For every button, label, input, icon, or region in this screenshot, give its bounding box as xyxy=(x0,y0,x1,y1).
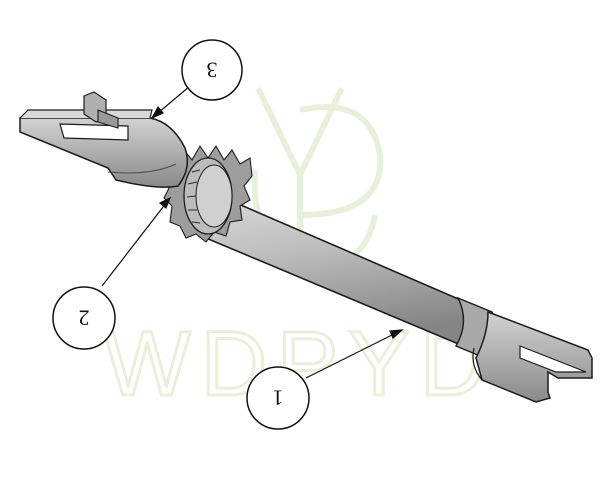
star-wheel-ridges xyxy=(186,169,201,224)
leader-2-arrow xyxy=(158,196,172,209)
star-wheel xyxy=(163,144,253,243)
callout-2: 2 xyxy=(52,286,116,350)
callout-3: 3 xyxy=(181,39,243,101)
callout-3-label: 3 xyxy=(207,58,218,83)
left-fork-end xyxy=(19,91,189,188)
callout-2-label: 2 xyxy=(79,306,90,331)
leader-1-arrow xyxy=(389,329,404,340)
callout-1-label: 1 xyxy=(273,386,284,411)
leader-3-arrow xyxy=(150,105,164,120)
callout-1: 1 xyxy=(246,366,310,430)
leader-1 xyxy=(305,329,403,379)
leader-2 xyxy=(101,197,171,287)
right-fork-end xyxy=(472,310,593,403)
leader-lines xyxy=(101,85,404,379)
